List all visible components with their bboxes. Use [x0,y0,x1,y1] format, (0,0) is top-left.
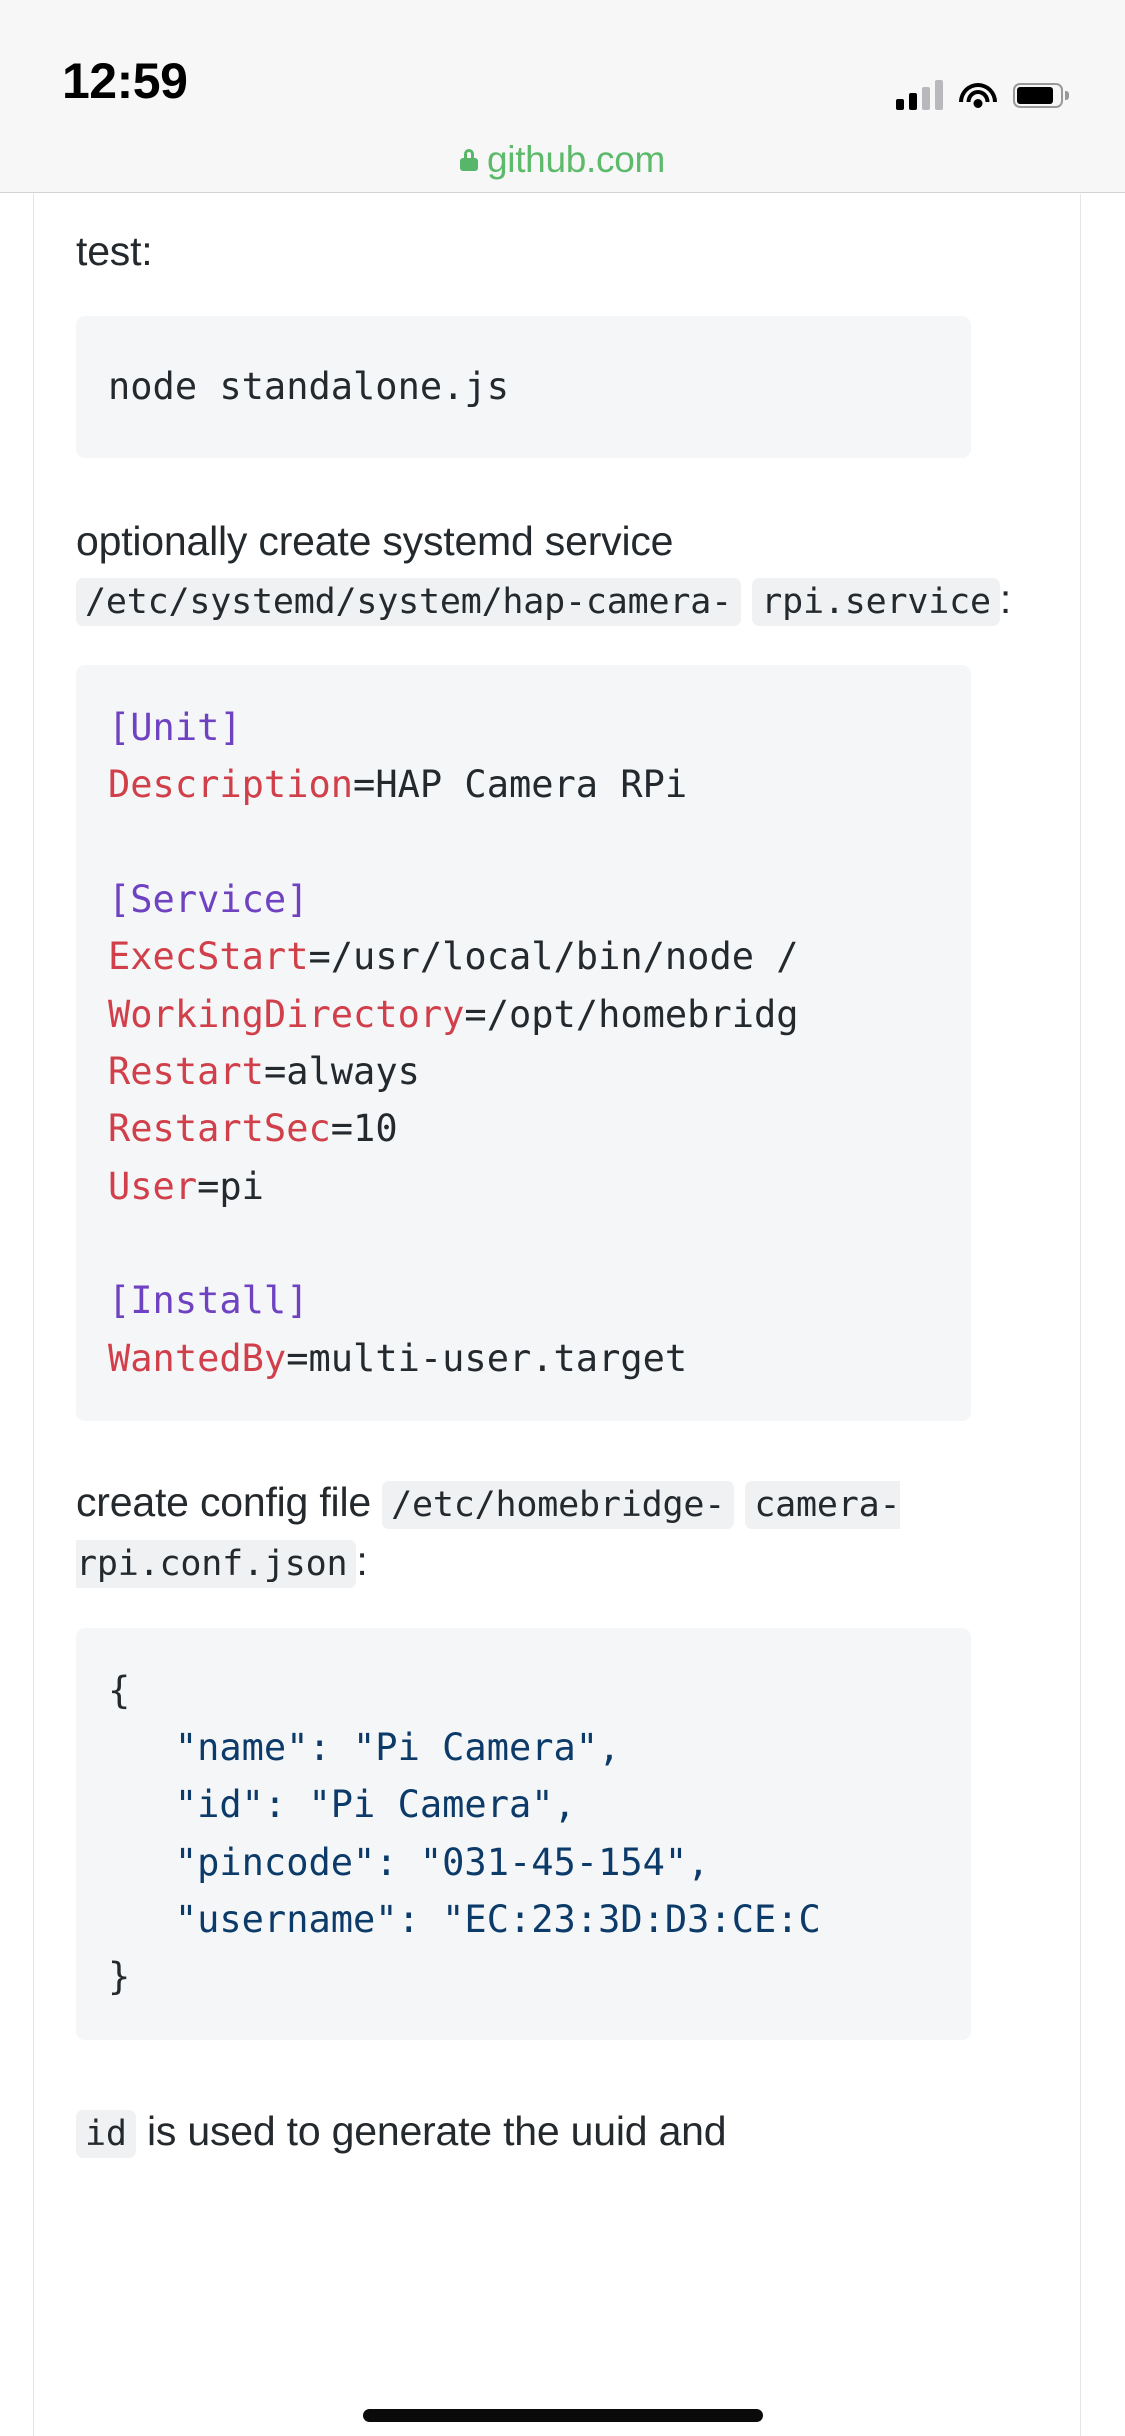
systemd-paragraph: optionally create systemd service /etc/s… [76,512,1080,629]
page-viewport[interactable]: test: node standalone.js optionally crea… [0,194,1125,2436]
code-block-systemd: [Unit] Description=HAP Camera RPi [Servi… [76,665,971,1422]
status-bar-clock: 12:59 [62,53,188,109]
wifi-icon [959,81,997,109]
config-path-code-1: /etc/homebridge- [382,1481,735,1530]
systemd-path-code-2: rpi.service [752,577,1000,626]
code-block-json: { "name": "Pi Camera", "id": "Pi Camera"… [76,1627,971,2040]
cellular-signal-icon [896,80,943,110]
systemd-key-restartsec: RestartSec [108,1107,331,1151]
systemd-val-execstart: /usr/local/bin/node / [330,935,799,979]
systemd-val-user: pi [219,1164,264,1208]
config-paragraph: create config file /etc/homebridge- came… [76,1473,1080,1592]
footer-code-id: id [76,2109,136,2158]
page-border-left [33,194,34,2436]
systemd-val-description: HAP Camera RPi [375,763,688,807]
systemd-val-restart: always [286,1050,420,1094]
systemd-colon: : [999,575,1012,622]
lock-icon [460,149,478,171]
systemd-key-execstart: ExecStart [108,935,309,979]
footer-text: is used to generate the uuid and [146,2107,727,2154]
page-border-right [1080,194,1081,2436]
systemd-key-wantedby: WantedBy [108,1336,287,1380]
systemd-key-description: Description [108,763,354,807]
systemd-val-restartsec: 10 [353,1107,398,1151]
systemd-key-user: User [108,1164,198,1208]
config-intro-text: create config file [76,1479,371,1526]
battery-icon [1013,82,1069,108]
json-line-id: "id": "Pi Camera", [108,1783,576,1827]
eq-1: = [353,763,376,807]
systemd-intro-text: optionally create systemd service [76,517,674,564]
status-bar-indicators [896,80,1069,110]
systemd-section-unit: [Unit] [108,706,242,750]
json-line-close-brace: } [108,1955,131,1999]
url-text: github.com [487,139,665,180]
systemd-key-workingdirectory: WorkingDirectory [108,992,465,1036]
systemd-key-restart: Restart [108,1050,264,1094]
home-indicator[interactable] [362,2409,763,2422]
systemd-section-service: [Service] [108,878,309,922]
eq-4: = [263,1050,287,1094]
config-colon: : [356,1538,368,1585]
code-test-line: node standalone.js [108,365,509,409]
json-line-pincode: "pincode": "031-45-154", [108,1840,710,1884]
eq-7: = [286,1336,309,1380]
systemd-val-workingdirectory: /opt/homebridg [486,992,799,1036]
footer-paragraph: id is used to generate the uuid and [76,2102,1080,2161]
eq-6: = [197,1164,220,1208]
json-line-open-brace: { [108,1668,131,1712]
systemd-val-wantedby: multi-user.target [308,1336,688,1380]
eq-2: = [308,935,331,979]
eq-5: = [330,1107,354,1151]
test-label: test: [76,228,153,274]
readme-content: test: node standalone.js optionally crea… [76,194,1080,2161]
json-line-username: "username": "EC:23:3D:D3:CE:C [108,1898,821,1942]
json-line-name: "name": "Pi Camera", [108,1726,621,1769]
ios-status-bar: 12:59 [0,0,1125,128]
code-block-test: node standalone.js [76,316,971,458]
systemd-section-install: [Install] [108,1279,309,1323]
systemd-path-code-1: /etc/systemd/system/hap-camera- [76,577,742,626]
safari-url-bar[interactable]: github.com [0,128,1125,193]
eq-3: = [464,992,487,1036]
